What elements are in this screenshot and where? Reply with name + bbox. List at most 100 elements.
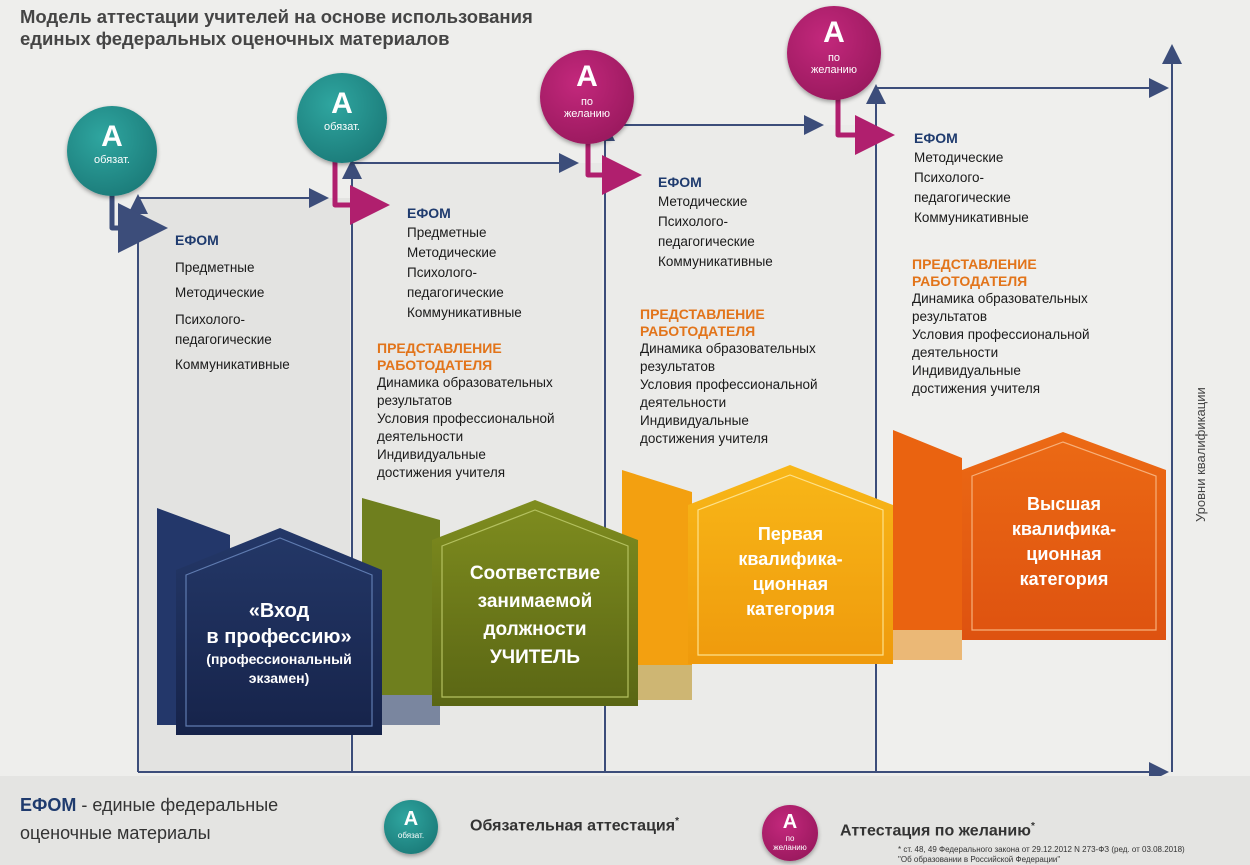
column-2-employer: ПРЕДСТАВЛЕНИЕ РАБОТОДАТЕЛЯ Динамика обра… [377, 340, 555, 482]
efom-item: Методические [658, 194, 748, 209]
house-3-shape [688, 465, 893, 664]
badge-label: по желанию [810, 52, 858, 76]
badge-voluntary-1: А по желанию [540, 50, 634, 144]
column-1-text: ЕФОМ Предметные Методические Психолого- … [175, 228, 290, 377]
badge-letter: А [823, 16, 845, 49]
efom-item: педагогические [175, 332, 272, 347]
badge-letter: А [331, 87, 353, 120]
legend-voluntary: Аттестация по желанию* [840, 821, 1035, 840]
efom-item: Методические [914, 150, 1004, 165]
column-4-text: ЕФОМ Методические Психолого- педагогичес… [914, 128, 1029, 228]
efom-item: Коммуникативные [407, 305, 522, 320]
badge-letter: А [576, 60, 598, 93]
badge-voluntary-2: А по желанию [787, 6, 881, 100]
efom-definition: ЕФОМ - единые федеральные оценочные мате… [20, 791, 278, 847]
badge-mandatory-1: А обязат. [67, 106, 157, 196]
legend-mandatory: Обязательная аттестация* [470, 816, 679, 835]
efom-heading: ЕФОМ [175, 232, 219, 248]
house-1-shape [176, 528, 382, 735]
column-3-employer: ПРЕДСТАВЛЕНИЕ РАБОТОДАТЕЛЯ Динамика обра… [640, 306, 818, 448]
efom-abbr: ЕФОМ [20, 795, 77, 815]
title-line-2: единых федеральных оценочных материалов [20, 28, 450, 49]
legend-star: * [675, 816, 679, 827]
house-4-shape [962, 432, 1166, 640]
column-3-text: ЕФОМ Методические Психолого- педагогичес… [658, 172, 773, 272]
legend-mandatory-text: Обязательная аттестация [470, 817, 676, 835]
house-line: ционная [1026, 544, 1102, 564]
employer-item: достижения учителя [377, 465, 506, 480]
legend-small: по желанию [773, 834, 807, 852]
efom-item: Коммуникативные [175, 357, 290, 372]
column-4-employer: ПРЕДСТАВЛЕНИЕ РАБОТОДАТЕЛЯ Динамика обра… [912, 256, 1090, 398]
employer-item: Динамика образовательных [912, 291, 1088, 306]
house-2-shape [432, 500, 638, 706]
employer-heading: РАБОТОДАТЕЛЯ [912, 273, 1028, 289]
house-line: квалифика- [738, 549, 843, 569]
employer-item: Динамика образовательных [640, 341, 816, 356]
footnote-1: * ст. 48, 49 Федерального закона от 29.1… [898, 845, 1185, 854]
efom-heading: ЕФОМ [914, 130, 958, 146]
legend-mandatory-icon: А обязат. [384, 800, 438, 854]
efom-item: педагогические [407, 285, 504, 300]
employer-item: достижения учителя [640, 431, 769, 446]
employer-item: Условия профессиональной [640, 377, 818, 392]
footnote-2: "Об образовании в Российской Федерации" [898, 855, 1061, 864]
page-title: Модель аттестации учителей на основе исп… [20, 6, 533, 50]
employer-item: деятельности [912, 345, 999, 360]
efom-item: Психолого- [914, 170, 984, 185]
house-subline: экзамен) [248, 670, 310, 686]
employer-item: Индивидуальные [640, 413, 749, 428]
house-line: в профессию» [206, 626, 352, 648]
house-line: Первая [757, 524, 824, 544]
efom-item: Методические [175, 285, 265, 300]
employer-item: деятельности [640, 395, 727, 410]
employer-heading: РАБОТОДАТЕЛЯ [640, 323, 756, 339]
efom-item: Коммуникативные [914, 210, 1029, 225]
badge-letter: А [101, 120, 123, 153]
employer-heading: РАБОТОДАТЕЛЯ [377, 357, 493, 373]
efom-item: Методические [407, 245, 497, 260]
efom-item: Коммуникативные [658, 254, 773, 269]
house-1-label: «Вход в профессию» (профессиональный экз… [186, 598, 372, 688]
employer-item: Условия профессиональной [377, 411, 555, 426]
employer-item: достижения учителя [912, 381, 1041, 396]
employer-item: результатов [640, 359, 716, 374]
employer-item: Индивидуальные [377, 447, 486, 462]
title-line-1: Модель аттестации учителей на основе исп… [20, 6, 533, 27]
legend-voluntary-icon: А по желанию [762, 805, 818, 861]
efom-item: Предметные [175, 260, 255, 275]
house-line: категория [746, 599, 835, 619]
house-2-label: Соответствие занимаемой должности УЧИТЕЛ… [442, 560, 628, 672]
efom-item: Психолого- [407, 265, 477, 280]
house-line: Соответствие [469, 563, 601, 584]
legend-letter: А [403, 808, 419, 830]
efom-item: педагогические [914, 190, 1011, 205]
house-line: УЧИТЕЛЬ [489, 647, 581, 668]
legend-star: * [1030, 821, 1035, 832]
efom-def-2: оценочные материалы [20, 823, 211, 843]
employer-item: Условия профессиональной [912, 327, 1090, 342]
house-line: квалифика- [1011, 519, 1117, 539]
efom-item: Психолого- [658, 214, 728, 229]
efom-def-1: - единые федеральные [76, 795, 279, 815]
employer-item: Индивидуальные [912, 363, 1021, 378]
legend-voluntary-text: Аттестация по желанию [840, 822, 1031, 840]
house-line: занимаемой [477, 591, 593, 612]
house-line: категория [1019, 569, 1109, 589]
employer-item: результатов [912, 309, 988, 324]
house-subline: (профессиональный [206, 651, 352, 667]
employer-heading: ПРЕДСТАВЛЕНИЕ [377, 340, 502, 356]
employer-item: результатов [377, 393, 453, 408]
employer-item: деятельности [377, 429, 464, 444]
badge-label: обязат. [94, 154, 130, 166]
house-line: «Вход [248, 600, 310, 622]
badge-label: обязат. [324, 121, 360, 133]
ribbon-4 [893, 430, 962, 630]
employer-heading: ПРЕДСТАВЛЕНИЕ [640, 306, 765, 322]
legend-small: обязат. [397, 831, 425, 840]
badge-mandatory-2: А обязат. [297, 73, 387, 163]
employer-heading: ПРЕДСТАВЛЕНИЕ [912, 256, 1037, 272]
employer-item: Динамика образовательных [377, 375, 553, 390]
